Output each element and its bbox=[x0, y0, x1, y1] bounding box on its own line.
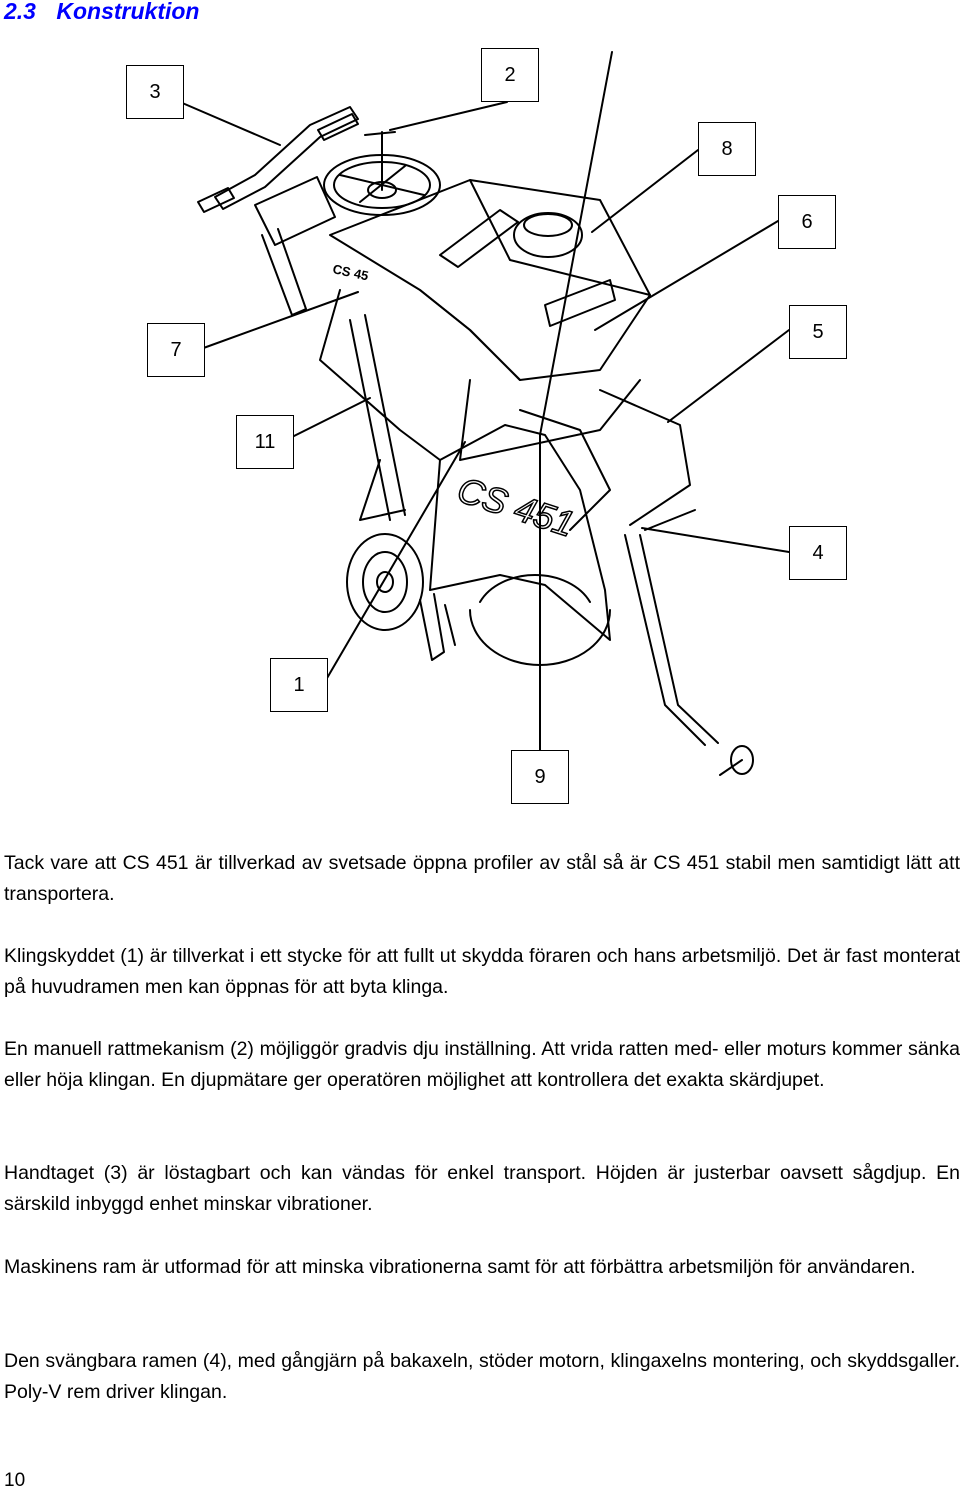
leader-3 bbox=[179, 101, 281, 146]
callout-9: 9 bbox=[511, 750, 569, 804]
callout-11: 11 bbox=[236, 415, 294, 469]
callout-4: 4 bbox=[789, 526, 847, 580]
leader-5 bbox=[667, 329, 790, 423]
leader-8 bbox=[591, 149, 699, 233]
callout-5: 5 bbox=[789, 305, 847, 359]
paragraph-5: Maskinens ram är utformad för att minska… bbox=[4, 1256, 916, 1278]
section-number: 2.3 bbox=[4, 0, 36, 24]
callout-8: 8 bbox=[698, 122, 756, 176]
section-title: Konstruktion bbox=[56, 0, 200, 24]
front-guide-wheel bbox=[730, 745, 754, 775]
leader-6 bbox=[594, 220, 779, 331]
paragraph-6: Den svängbara ramen (4), med gångjärn på… bbox=[4, 1350, 960, 1403]
paragraph-3: En manuell rattmekanism (2) möjliggör gr… bbox=[4, 1038, 960, 1091]
callout-2: 2 bbox=[481, 48, 539, 102]
leader-7 bbox=[197, 291, 359, 351]
callout-6: 6 bbox=[778, 195, 836, 249]
paragraph-1: Tack vare att CS 451 är tillverkad av sv… bbox=[4, 852, 960, 905]
leader-4 bbox=[641, 527, 790, 553]
callout-7: 7 bbox=[147, 323, 205, 377]
handle-left-grip bbox=[197, 187, 235, 213]
paragraph-4: Handtaget (3) är löstagbart och kan vänd… bbox=[4, 1162, 960, 1215]
machine-figure: CS 451 CS 45 3 2 8 6 7 5 11 4 1 9 bbox=[0, 30, 960, 810]
leader-11 bbox=[281, 397, 371, 443]
floor-saw-drawing: CS 451 CS 45 bbox=[179, 51, 790, 776]
callout-1: 1 bbox=[270, 658, 328, 712]
callout-3: 3 bbox=[126, 65, 184, 119]
paragraph-2: Klingskyddet (1) är tillverkat i ett sty… bbox=[4, 945, 960, 998]
page-number: 10 bbox=[4, 1470, 26, 1491]
saw-blade-lower bbox=[469, 609, 611, 666]
section-heading: 2.3 Konstruktion bbox=[4, 0, 199, 25]
frame-model-text: CS 45 bbox=[331, 261, 369, 283]
guard-model-text: CS 451 bbox=[453, 469, 580, 545]
leader-2 bbox=[389, 101, 508, 131]
leader-1 bbox=[322, 441, 466, 686]
handle-right-grip bbox=[317, 113, 359, 141]
blade-guard bbox=[429, 424, 611, 641]
rear-wheel bbox=[346, 533, 424, 631]
cover-label-plate bbox=[544, 279, 616, 327]
